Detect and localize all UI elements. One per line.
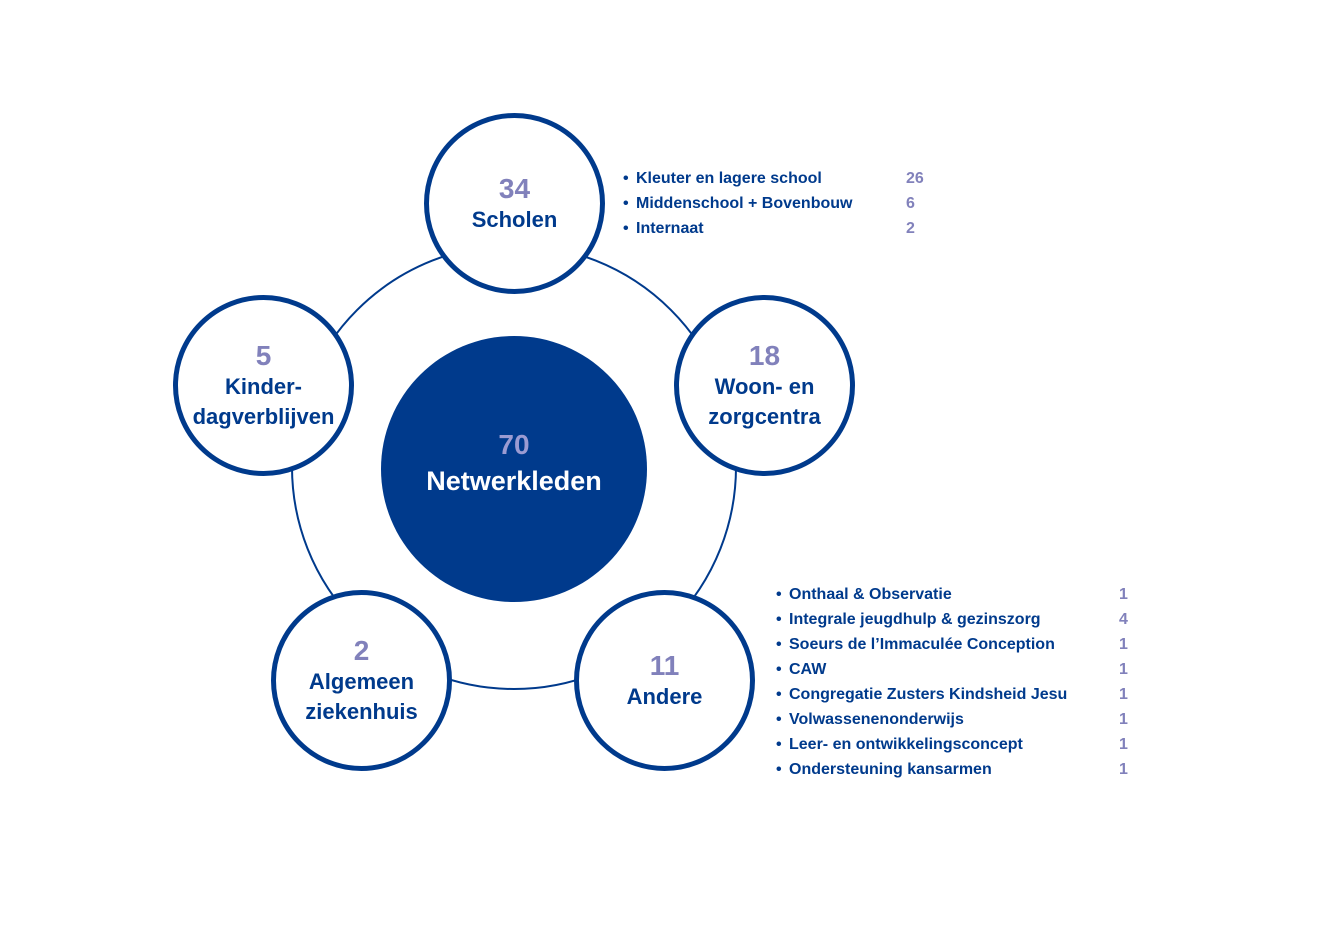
- center-node: 70 Netwerkleden: [381, 336, 647, 602]
- node-count: 2: [353, 634, 370, 666]
- item-value: 1: [1119, 685, 1128, 703]
- list-item: • Middenschool + Bovenbouw 6: [623, 191, 924, 216]
- bullet-icon: •: [776, 685, 782, 703]
- item-name: Ondersteuning kansarmen: [789, 760, 992, 778]
- node-label: Kinder- dagverblijven: [192, 373, 335, 429]
- item-value: 1: [1119, 735, 1128, 753]
- list-item: • Internaat 2: [623, 216, 924, 241]
- item-value: 1: [1119, 760, 1128, 778]
- andere-breakdown-list: • Onthaal & Observatie 1 • Integrale jeu…: [776, 582, 1128, 782]
- bullet-icon: •: [776, 735, 782, 753]
- node-woon-en-zorgcentra: 18 Woon- en zorgcentra: [674, 295, 855, 476]
- list-item: • CAW 1: [776, 657, 1128, 682]
- node-andere: 11 Andere: [574, 590, 755, 771]
- item-value: 1: [1119, 660, 1128, 678]
- item-name: Integrale jeugdhulp & gezinszorg: [789, 610, 1041, 628]
- bullet-icon: •: [776, 710, 782, 728]
- item-value: 26: [906, 169, 924, 187]
- bullet-icon: •: [776, 660, 782, 678]
- item-value: 4: [1119, 610, 1128, 628]
- node-kinderdagverblijven: 5 Kinder- dagverblijven: [173, 295, 354, 476]
- item-name: Leer- en ontwikkelingsconcept: [789, 735, 1023, 753]
- list-item: • Integrale jeugdhulp & gezinszorg 4: [776, 607, 1128, 632]
- item-value: 6: [906, 194, 915, 212]
- item-name: Volwassenenonderwijs: [789, 710, 964, 728]
- item-value: 1: [1119, 635, 1128, 653]
- list-item: • Soeurs de l’Immaculée Conception 1: [776, 632, 1128, 657]
- node-scholen: 34 Scholen: [424, 113, 605, 294]
- bullet-icon: •: [776, 585, 782, 603]
- item-name: Middenschool + Bovenbouw: [636, 194, 853, 212]
- node-count: 11: [649, 649, 680, 681]
- bullet-icon: •: [623, 169, 629, 187]
- scholen-breakdown-list: • Kleuter en lagere school 26 • Middensc…: [623, 166, 924, 241]
- list-item: • Kleuter en lagere school 26: [623, 166, 924, 191]
- list-item: • Leer- en ontwikkelingsconcept 1: [776, 732, 1128, 757]
- item-name: Kleuter en lagere school: [636, 169, 822, 187]
- center-count: 70: [498, 429, 530, 460]
- list-item: • Volwassenenonderwijs 1: [776, 707, 1128, 732]
- item-name: Internaat: [636, 219, 704, 237]
- bullet-icon: •: [623, 219, 629, 237]
- list-item: • Onthaal & Observatie 1: [776, 582, 1128, 607]
- bullet-icon: •: [623, 194, 629, 212]
- item-name: Soeurs de l’Immaculée Conception: [789, 635, 1055, 653]
- node-count: 34: [498, 172, 531, 204]
- bullet-icon: •: [776, 760, 782, 778]
- node-count: 5: [255, 339, 272, 371]
- bullet-icon: •: [776, 635, 782, 653]
- node-label: Algemeen ziekenhuis: [305, 668, 418, 724]
- list-item: • Congregatie Zusters Kindsheid Jesu 1: [776, 682, 1128, 707]
- item-value: 1: [1119, 585, 1128, 603]
- center-label: Netwerkleden: [426, 466, 602, 496]
- node-count: 18: [748, 339, 781, 371]
- bullet-icon: •: [776, 610, 782, 628]
- item-value: 2: [906, 219, 915, 237]
- list-item: • Ondersteuning kansarmen 1: [776, 757, 1128, 782]
- item-name: CAW: [789, 660, 827, 678]
- node-algemeen-ziekenhuis: 2 Algemeen ziekenhuis: [271, 590, 452, 771]
- node-label: Woon- en zorgcentra: [708, 373, 821, 429]
- item-value: 1: [1119, 710, 1128, 728]
- item-name: Onthaal & Observatie: [789, 585, 952, 603]
- item-name: Congregatie Zusters Kindsheid Jesu: [789, 685, 1068, 703]
- node-label: Andere: [626, 683, 703, 709]
- node-label: Scholen: [471, 206, 558, 232]
